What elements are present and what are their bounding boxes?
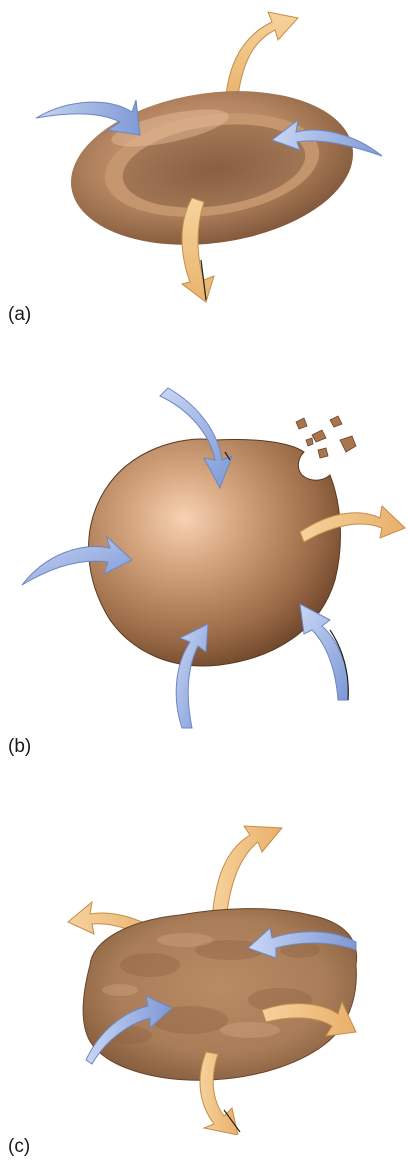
panel-label-b: (b) <box>8 736 31 758</box>
spherical-cell-illustration <box>0 380 409 730</box>
biconcave-cell <box>61 74 363 262</box>
panel-label-c: (c) <box>8 1136 30 1158</box>
arrow-in-left <box>36 100 140 135</box>
cell-fragments <box>296 416 356 458</box>
panel-label-a: (a) <box>8 304 31 326</box>
arrow-out-top <box>212 826 282 920</box>
panel-c-flattened-cell: (c) <box>0 790 409 1160</box>
normal-cell-illustration <box>0 0 409 310</box>
flattened-cell-illustration <box>0 790 409 1135</box>
panel-a-normal-cell: (a) <box>0 0 409 350</box>
arrow-out-top <box>226 12 298 96</box>
panel-b-spherical-cell: (b) <box>0 380 409 760</box>
